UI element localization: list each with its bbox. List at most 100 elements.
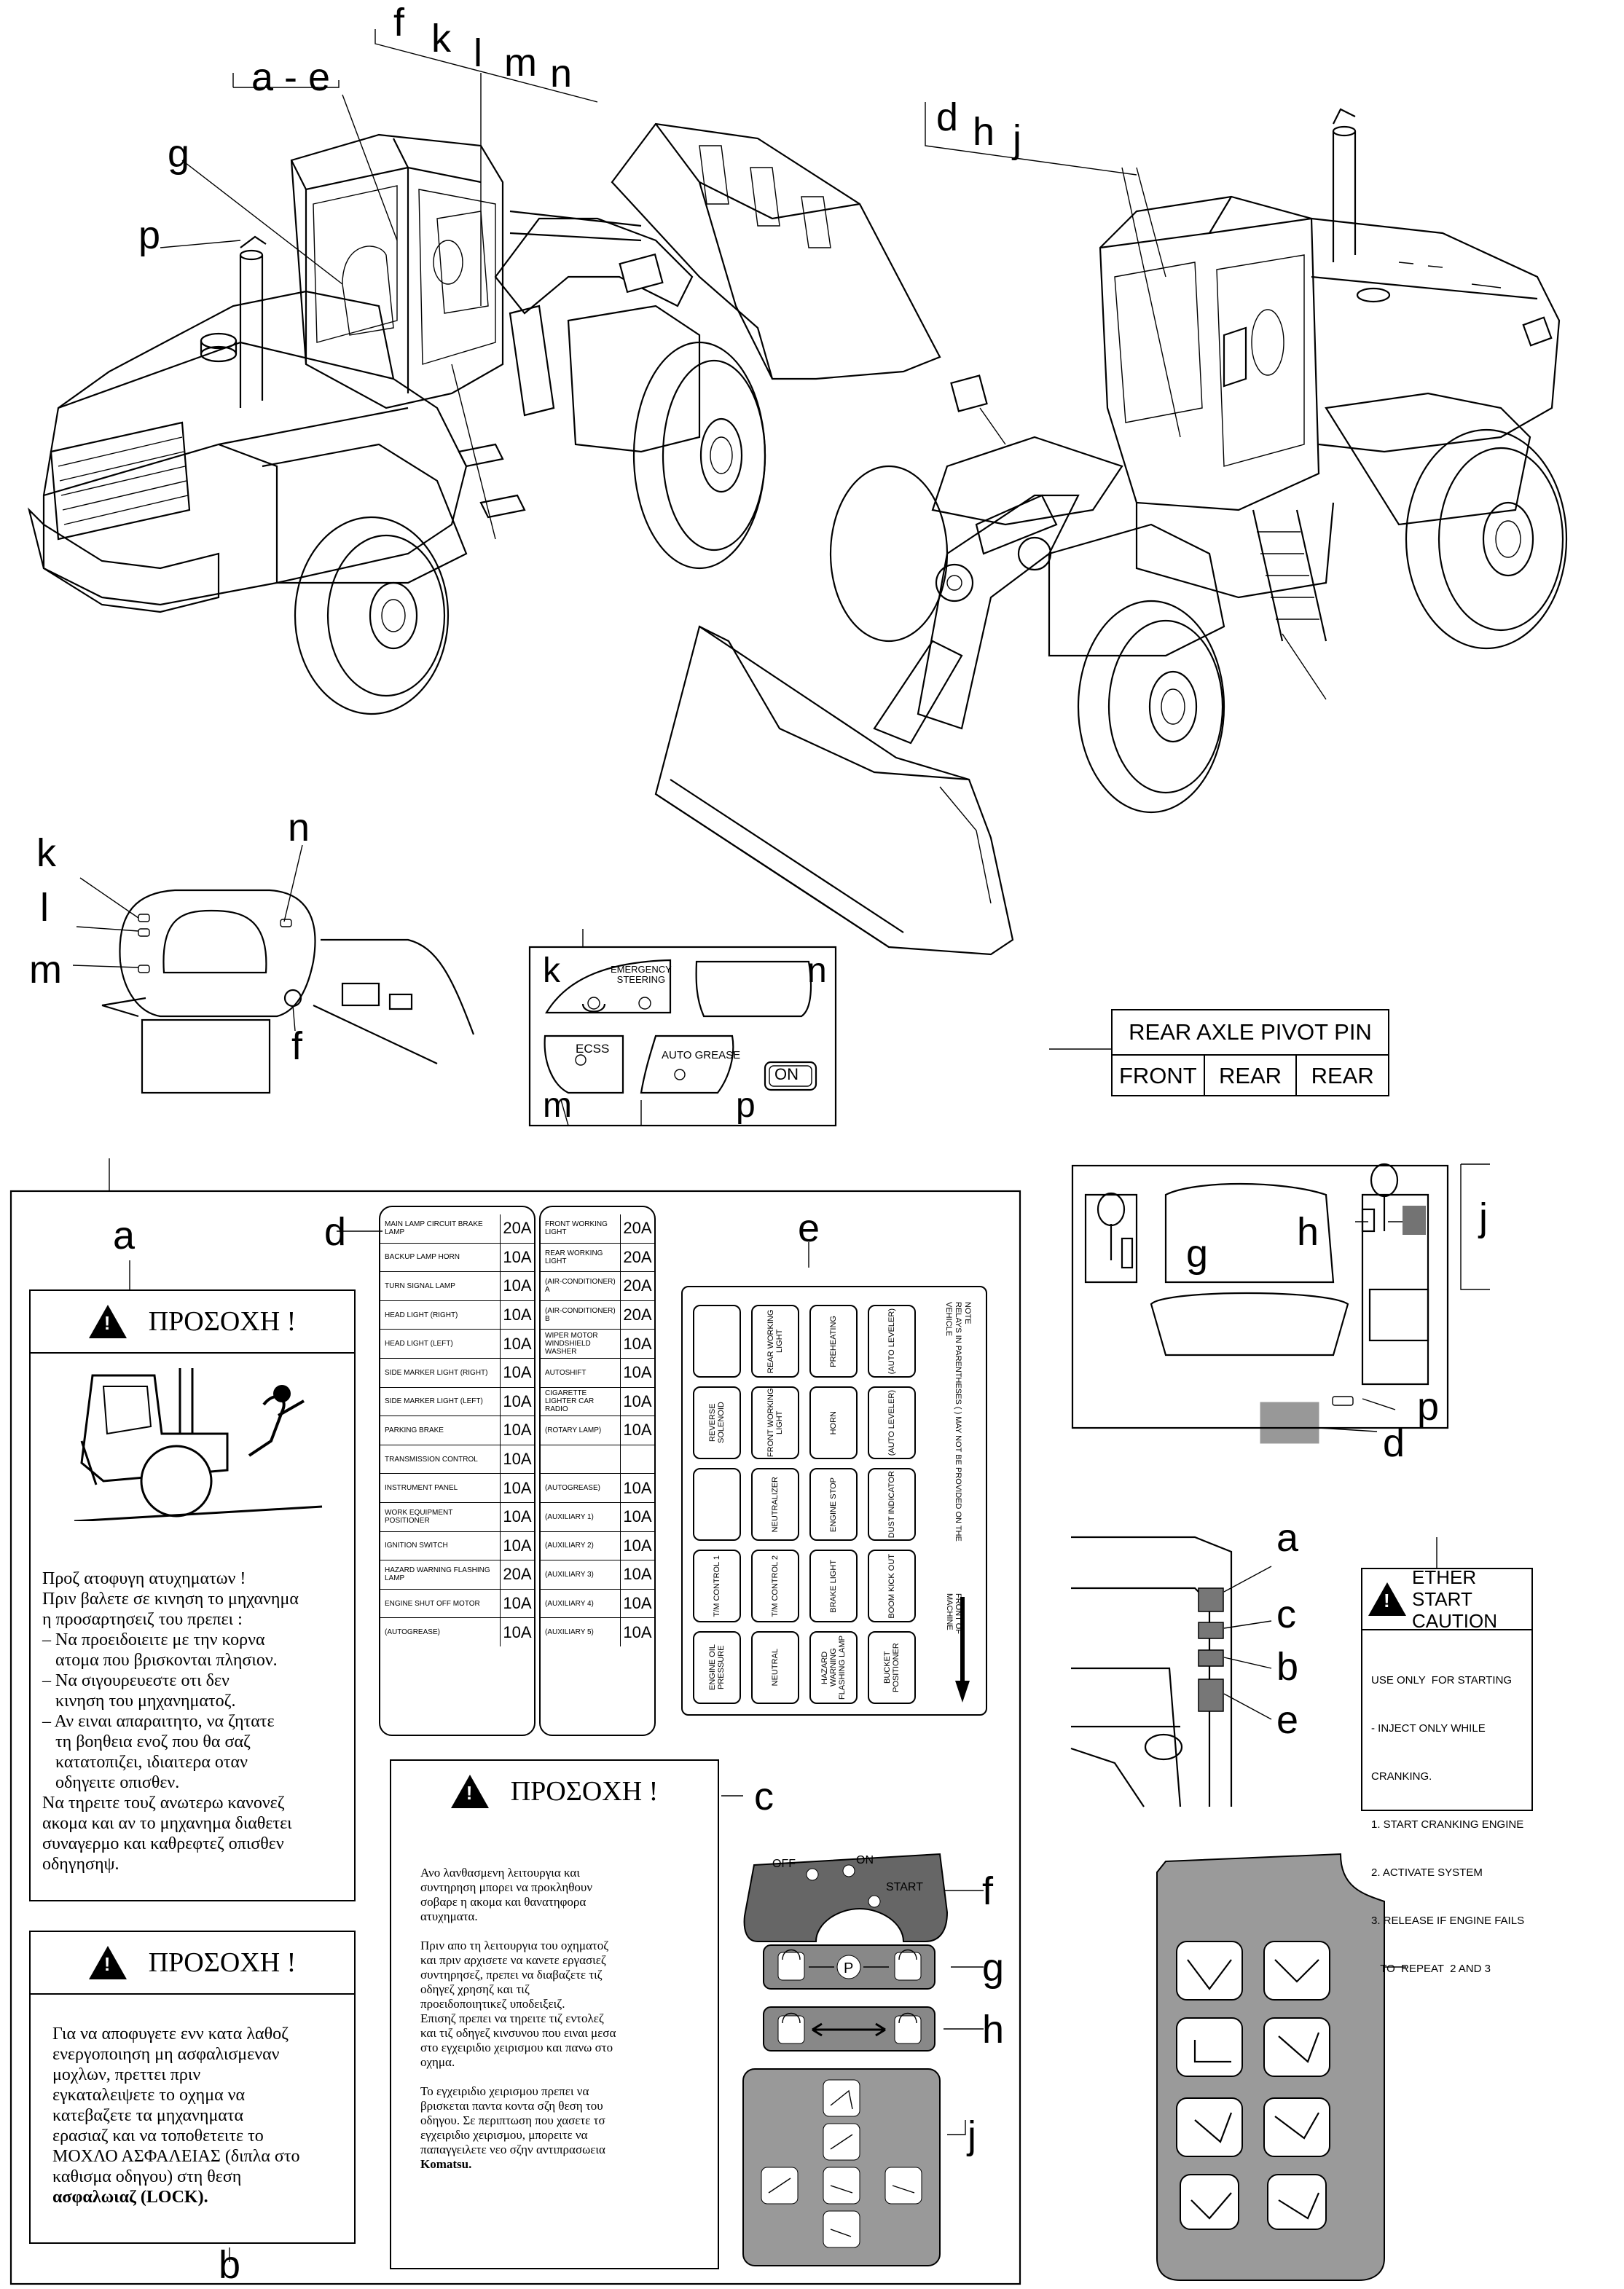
warning-a-line: οδηγησηψ. <box>42 1855 119 1874</box>
lock-plate-h <box>763 2006 935 2052</box>
rear-axle-pivot-pin-plate: REAR AXLE PIVOT PIN FRONT REAR REAR <box>1111 1009 1389 1096</box>
arrow-down-icon <box>955 1597 970 1703</box>
callout-d-sheet: d <box>324 1210 347 1254</box>
dashboard-detail <box>72 844 475 1094</box>
fuse-amperage: 10A <box>503 1536 532 1555</box>
fuse-row <box>541 1445 654 1475</box>
callout-h-right: h <box>973 110 995 154</box>
fuse-name: SIDE MARKER LIGHT (LEFT) <box>380 1387 501 1416</box>
fuse-amperage: 10A <box>623 1334 652 1353</box>
warning-b-line: ΜΟΧΛΟ ΑΣΦΑΛΕΙΑΣ (διπλα στο <box>52 2147 300 2166</box>
warning-c-line: οδηγεζ χρησηζ και τιζ <box>420 1982 530 1996</box>
fuse-name: MAIN LAMP CIRCUIT BRAKE LAMP <box>380 1214 501 1243</box>
callout-m-top: m <box>504 41 537 85</box>
callout-c-sheet: c <box>754 1775 774 1818</box>
relay-slot: PREHEATING <box>809 1305 858 1378</box>
fuse-amperage: 10A <box>503 1507 532 1526</box>
fuse-name: HEAD LIGHT (RIGHT) <box>380 1300 501 1330</box>
warning-b-line: ενεργοποιηση μη ασφαλισμεναν <box>52 2045 280 2064</box>
label-sheet-border <box>9 1190 1021 2285</box>
callout-l-dash: l <box>40 886 49 930</box>
fuse-row: (AUXILIARY 5)10A <box>541 1618 654 1646</box>
callout-j-right: j <box>1013 117 1021 161</box>
warning-b-line: Για να αποφυγετε ενν κατα λαθοζ <box>52 2025 289 2043</box>
fuse-amperage: 20A <box>623 1247 652 1266</box>
callout-p-panel: p <box>736 1086 756 1125</box>
callout-j-cab: j <box>1479 1195 1488 1239</box>
warning-b-line: εγκαταλειψετε το οχημα να <box>52 2086 246 2105</box>
ether-line: CRANKING. <box>1371 1770 1432 1783</box>
warning-c-line: προειδοποιητικεζ υποδειξειζ. <box>420 1997 565 2011</box>
callout-m-panel: m <box>543 1086 572 1125</box>
fuse-name: WIPER MOTOR WINDSHIELD WASHER <box>541 1330 621 1358</box>
warning-b-line: καθισμα οδηγου) στη θεση <box>52 2167 242 2186</box>
warning-a-line: ακομα και αν το μηχανημα διαθετει <box>42 1814 292 1833</box>
warning-label-a: ΠΡΟΣΟΧΗ ! Προζ ατοφυγη ατυχηματων ! Πριν… <box>29 1289 356 1901</box>
callout-e-sheet: e <box>798 1206 820 1250</box>
rear-axle-cell-rear-1: REAR <box>1205 1056 1298 1096</box>
callout-d-cab: d <box>1383 1421 1405 1465</box>
callout-k-dash: k <box>36 831 56 875</box>
fuse-name: IGNITION SWITCH <box>380 1531 501 1560</box>
fuse-name: AUTOSHIFT <box>541 1358 621 1387</box>
fuse-name: (AUXILIARY 4) <box>541 1589 621 1618</box>
warning-c-line: παπαγγειλετε νεο σζην αντιπρασωεια <box>420 2143 605 2156</box>
callout-n-panel: n <box>807 951 827 990</box>
callout-p-cab: p <box>1417 1385 1440 1429</box>
fuse-amperage: 10A <box>623 1507 652 1526</box>
ether-line: TO REPEAT 2 AND 3 <box>1371 1963 1491 1975</box>
wheel-loader-left <box>27 29 941 715</box>
key-switch-plate <box>743 1853 949 1942</box>
fuse-row: (AUXILIARY 4)10A <box>541 1589 654 1619</box>
indicator-panel <box>528 929 837 1127</box>
relay-slot: HORN <box>809 1386 858 1459</box>
fuse-name: ENGINE SHUT OFF MOTOR <box>380 1589 501 1618</box>
callout-k-panel: k <box>543 951 560 990</box>
warning-b-title: ΠΡΟΣΟΧΗ ! <box>148 1947 297 1978</box>
warning-a-line: ατομα που βρισκονται πλησιον. <box>42 1651 278 1670</box>
callout-m-dash: m <box>29 948 62 992</box>
relay-slot: (AUTO LEVELER) <box>868 1305 916 1378</box>
warning-c-line: Ανο λανθασμενη λειτουργια και <box>420 1866 580 1880</box>
fuse-name: BACKUP LAMP HORN <box>380 1243 501 1272</box>
fuse-amperage: 10A <box>623 1536 652 1555</box>
fuse-row: (ROTARY LAMP)10A <box>541 1416 654 1445</box>
relay-slot: FRONT WORKING LIGHT <box>751 1386 799 1459</box>
key-on-label: ON <box>856 1854 874 1866</box>
fuse-amperage: 10A <box>503 1334 532 1353</box>
callout-g-top: g <box>168 132 190 176</box>
fuse-name: (AUTOGREASE) <box>380 1618 501 1646</box>
fuse-row: (AUTOGREASE)10A <box>541 1474 654 1503</box>
warning-a-line: συναγερμο και καθρεφτεζ οπισθεν <box>42 1834 284 1853</box>
callout-c-side: c <box>1276 1593 1296 1636</box>
relay-label: (AUTO LEVELER) <box>887 1389 896 1456</box>
warning-a-line: κατατοπιζει, ιδιαιτερα οταν <box>42 1753 248 1772</box>
warning-label-b: ΠΡΟΣΟΧΗ ! Για να αποφυγετε ενν κατα λαθο… <box>29 1931 356 2244</box>
relay-label: HORN <box>829 1410 838 1435</box>
callout-g-cab: g <box>1186 1232 1209 1276</box>
callout-a-side: a <box>1276 1516 1299 1560</box>
callout-h-cab: h <box>1297 1210 1319 1254</box>
warning-c-line: Πριν απο τη λειτουργια του οχηματοζ <box>420 1939 609 1952</box>
fuse-amperage: 10A <box>623 1391 652 1410</box>
fuse-name: FRONT WORKING LIGHT <box>541 1214 621 1243</box>
relay-slot <box>693 1305 741 1378</box>
fuse-amperage: 10A <box>503 1276 532 1295</box>
warning-triangle-icon <box>88 1305 127 1338</box>
relay-label: ENGINE OIL PRESSURE <box>708 1644 726 1691</box>
cab-side <box>1070 1536 1437 1807</box>
fuse-name: (AUXILIARY 5) <box>541 1618 621 1646</box>
fuse-amperage: 10A <box>623 1421 652 1440</box>
callout-f-dash: f <box>291 1024 303 1068</box>
fuse-amperage: 10A <box>503 1478 532 1497</box>
relay-slot: NEUTRAL <box>751 1631 799 1704</box>
fuse-amperage: 10A <box>623 1594 652 1613</box>
relay-label: BOOM KICK OUT <box>887 1553 896 1619</box>
callout-k-top: k <box>431 17 451 60</box>
warning-triangle-icon <box>450 1775 489 1808</box>
